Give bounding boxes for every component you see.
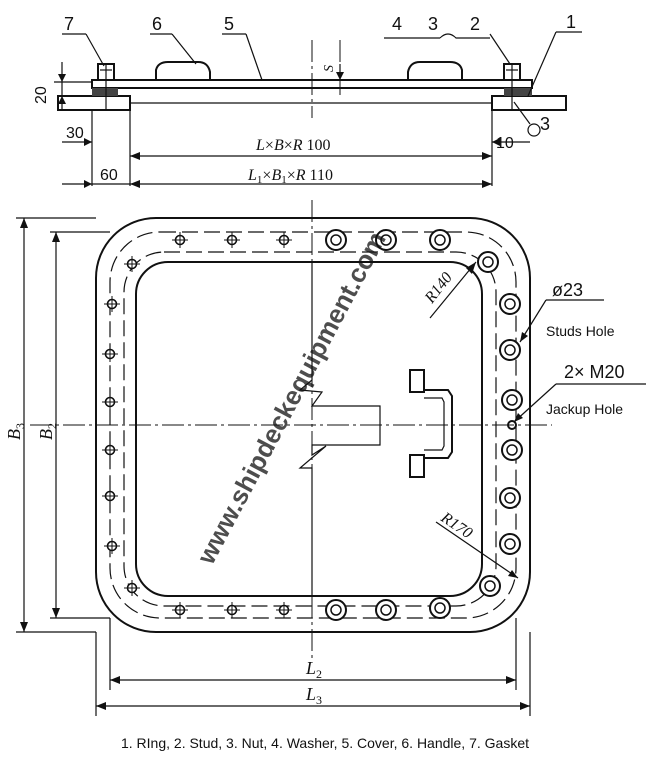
stud-hole (499, 293, 521, 315)
gasket-left (92, 88, 118, 96)
studs-hole-dia: ø23 (552, 280, 583, 300)
handle-left (155, 61, 211, 80)
stud-hole (325, 229, 347, 251)
callout-1: 1 (566, 12, 576, 32)
section-view: 7 6 5 4 3 2 1 3 20 S 30 10 (33, 12, 582, 188)
dim-height-20: 20 (33, 86, 50, 104)
stud-hole (479, 575, 501, 597)
dim-L2: L2 (305, 658, 322, 681)
dim-r140: R140 (421, 269, 456, 307)
dim-10: 10 (496, 135, 514, 152)
callout-2: 2 (470, 14, 480, 34)
nut-callout-circle (527, 123, 541, 137)
callout-4: 4 (392, 14, 402, 34)
handle-plan (409, 369, 453, 478)
jackup-label: Jackup Hole (546, 401, 623, 417)
studs-holes (325, 229, 523, 621)
bolt-holes (102, 232, 292, 618)
callout-7: 7 (64, 14, 74, 34)
stud-left (97, 63, 115, 110)
stud-hole (499, 339, 521, 361)
svg-text:L2: L2 (305, 658, 322, 681)
parts-legend: 1. RIng, 2. Stud, 3. Nut, 4. Washer, 5. … (120, 735, 530, 751)
stud-right (503, 63, 521, 110)
dim-L3: L3 (305, 684, 322, 707)
plan-view: B3 B2 L2 L3 R140 (4, 200, 646, 716)
jackup-hole (507, 420, 517, 430)
svg-text:L3: L3 (305, 684, 322, 707)
gasket-right (504, 88, 532, 96)
stud-hole (501, 389, 523, 411)
dim-60: 60 (100, 167, 118, 184)
dim-s: S (322, 65, 337, 72)
stud-hole (375, 229, 397, 251)
stud-hole (325, 599, 347, 621)
dim-B3: B3 (4, 423, 27, 440)
clear-opening (135, 261, 483, 597)
dim-30: 30 (66, 125, 84, 142)
stud-hole (429, 597, 451, 619)
stud-hole (499, 487, 521, 509)
svg-text:B2: B2 (36, 423, 59, 440)
svg-text:B3: B3 (4, 423, 27, 440)
jackup-spec: 2× M20 (564, 362, 625, 382)
stud-hole (501, 439, 523, 461)
stud-hole (429, 229, 451, 251)
watermark: www.shipdeckequipment.com (190, 226, 391, 569)
ring-left (57, 95, 131, 111)
callout-5: 5 (224, 14, 234, 34)
stud-hole (375, 599, 397, 621)
opening-edge (123, 251, 497, 607)
handle-right (407, 61, 463, 80)
studs-hole-label: Studs Hole (546, 323, 615, 339)
stud-hole (477, 251, 499, 273)
dim-B2: B2 (36, 423, 59, 440)
dim-r170: R170 (437, 509, 475, 543)
stud-hole (499, 533, 521, 555)
ring-right (491, 95, 567, 111)
callout-6: 6 (152, 14, 162, 34)
callout-nut-3: 3 (540, 114, 550, 134)
callout-3: 3 (428, 14, 438, 34)
